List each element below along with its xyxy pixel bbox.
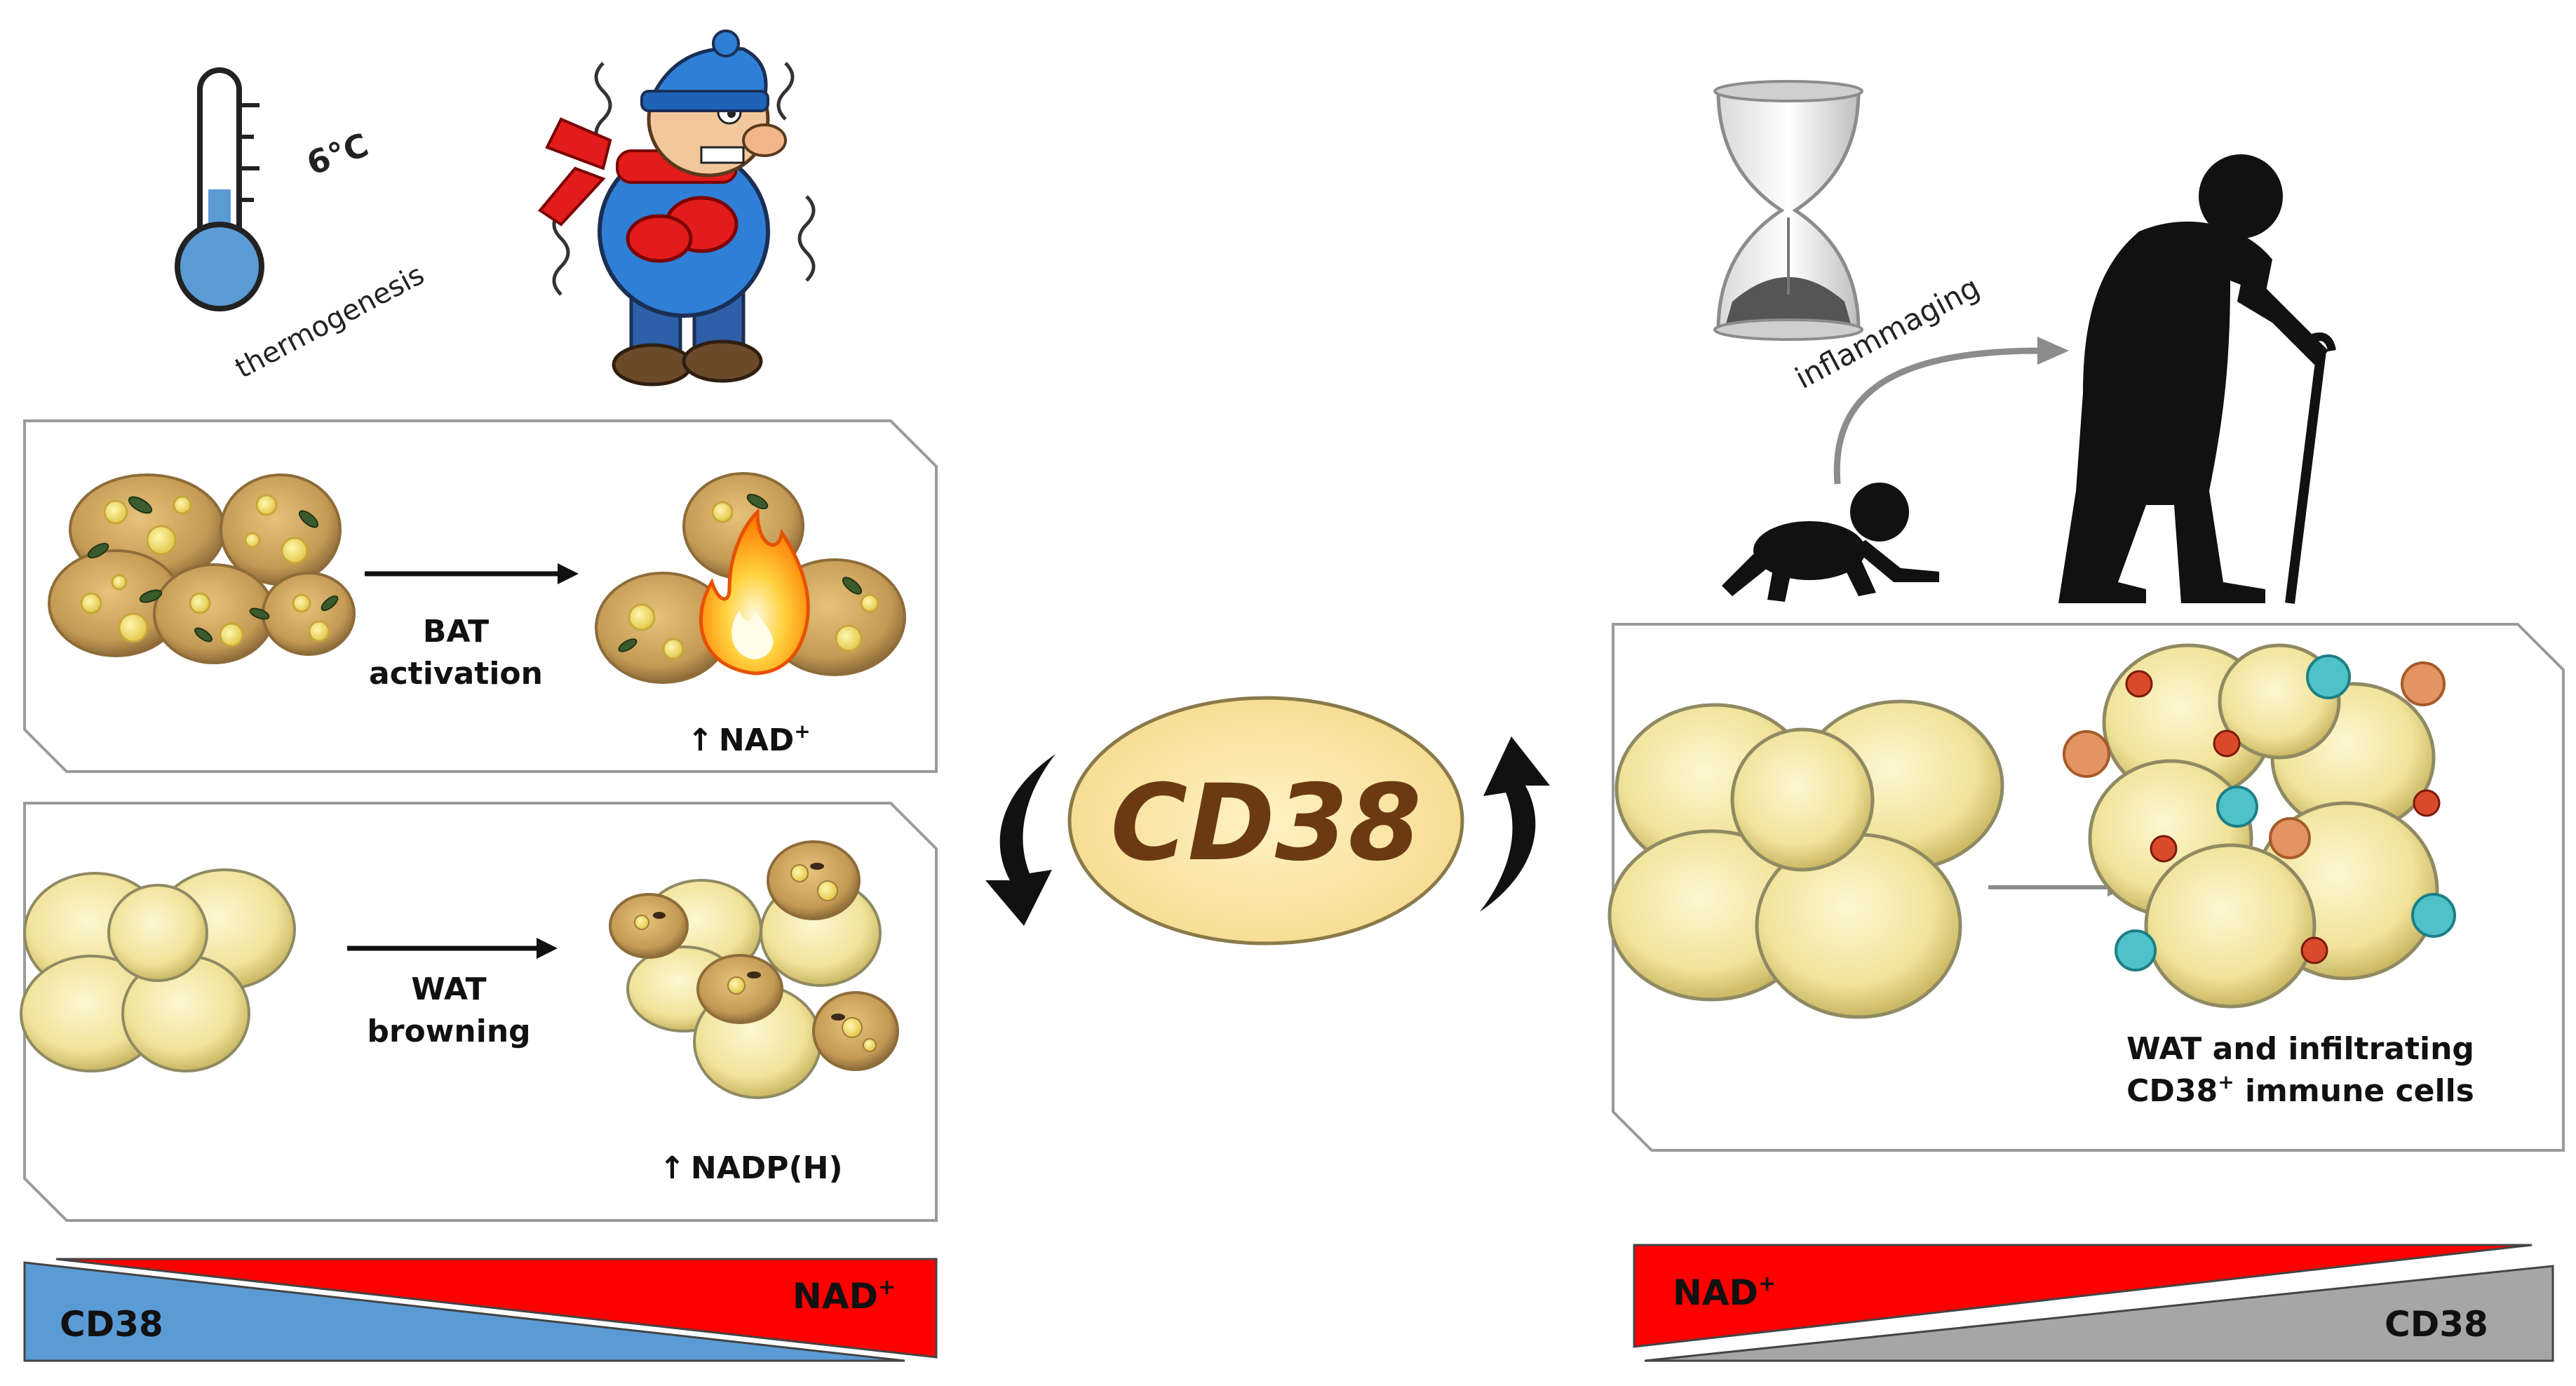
immune-cell-icon	[2063, 661, 2446, 859]
right-nad-label: NAD+	[1673, 1272, 1776, 1313]
cd38-oval	[1067, 696, 1464, 946]
wat-immune-caption-line2: CD38+ immune cells	[2126, 1070, 2474, 1109]
thermometer-icon	[175, 67, 264, 311]
left-nad-text: NAD	[793, 1276, 878, 1317]
wat-result-label: NADP(H)	[691, 1150, 843, 1186]
cd38-up-arrow	[1480, 736, 1550, 912]
baby-crawling-icon	[1722, 483, 1939, 602]
immune-cells	[2063, 654, 2456, 971]
wat-result-arrow: ↑	[659, 1150, 685, 1186]
bat-result-arrow: ↑	[687, 722, 713, 758]
bat-result: ↑NAD+	[687, 720, 811, 758]
brown-adipocyte-cluster	[48, 473, 356, 664]
temperature-label: 6°C	[302, 126, 373, 182]
bat-result-sup: +	[794, 720, 810, 743]
wat-browning-arrow	[347, 938, 558, 959]
bat-activation-arrow	[365, 563, 579, 584]
flame-icon	[699, 507, 810, 675]
right-gradient-bar	[1633, 1244, 2554, 1362]
cd38-title: CD38	[1110, 762, 1421, 884]
left-nad-sup: +	[878, 1275, 896, 1300]
right-nad-sup: +	[1758, 1272, 1776, 1296]
left-nad-wedge	[55, 1258, 938, 1359]
right-cd38-wedge	[1644, 1265, 2554, 1362]
healthy-white-adipocyte-cluster	[1607, 699, 2004, 1019]
hourglass-icon	[1713, 80, 1863, 341]
right-nad-text: NAD	[1673, 1272, 1758, 1313]
left-gradient-bar	[23, 1258, 938, 1362]
bat-process-line1: BAT	[423, 614, 489, 650]
cd38-down-arrow	[985, 754, 1056, 926]
immune-cell-icon	[2115, 654, 2456, 971]
beige-adipocyte-cluster	[609, 840, 899, 1099]
white-adipocyte-cluster	[20, 868, 296, 1072]
wat-immune-caption-line1: WAT and infiltrating	[2126, 1031, 2474, 1067]
wat-process-line1: WAT	[411, 971, 486, 1007]
caption-cd38: CD38	[2126, 1073, 2218, 1109]
wat-process-line2: browning	[367, 1014, 530, 1049]
left-cd38-wedge	[23, 1261, 905, 1362]
caption-immune-cells: immune cells	[2234, 1073, 2474, 1109]
bat-process-line2: activation	[369, 656, 543, 692]
immune-cell-icon	[2125, 670, 2441, 964]
left-cd38-label: CD38	[60, 1304, 163, 1345]
left-nad-label: NAD+	[793, 1275, 896, 1317]
aging-arrow	[1833, 337, 2069, 485]
elderly-man-cane-icon	[2058, 154, 2336, 604]
bat-result-label: NAD	[719, 722, 794, 758]
right-nad-wedge	[1633, 1244, 2533, 1348]
right-cd38-label: CD38	[2385, 1304, 2488, 1345]
caption-cd38-sup: +	[2218, 1070, 2234, 1094]
wat-result: ↑NADP(H)	[659, 1150, 843, 1186]
cold-man-icon	[538, 29, 816, 386]
